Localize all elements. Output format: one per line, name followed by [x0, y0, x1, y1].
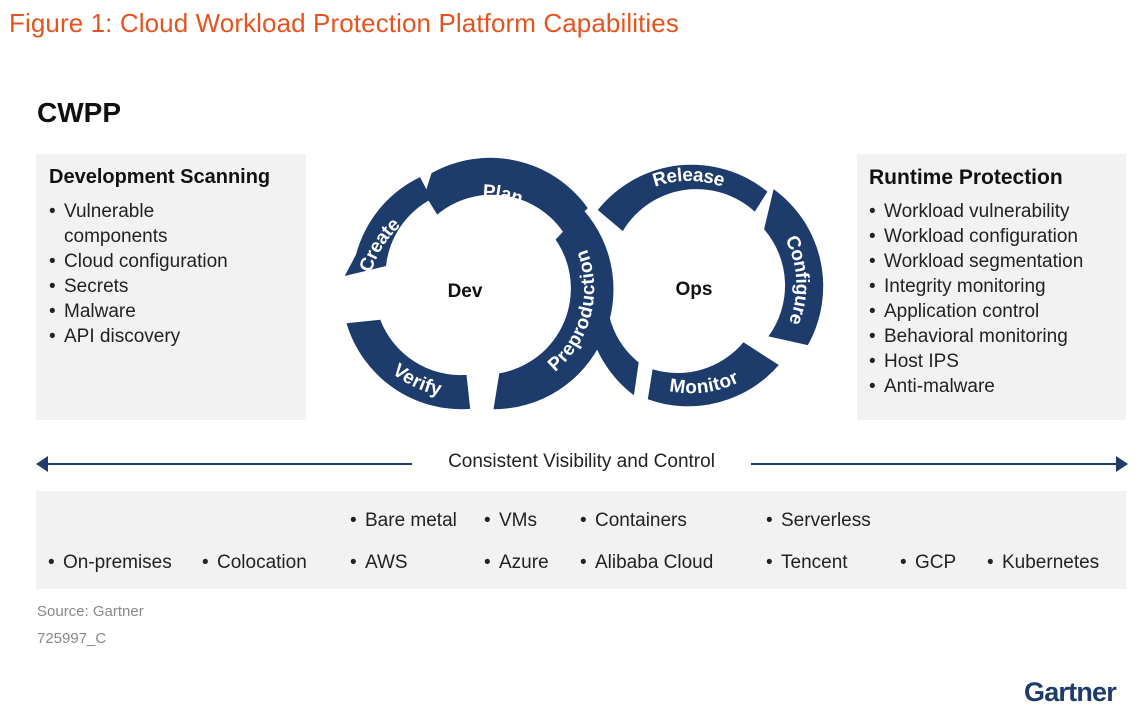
list-item: Integrity monitoring — [869, 274, 1083, 299]
create-segment — [344, 177, 432, 276]
list-item: API discovery — [49, 324, 228, 349]
preproduction-segment — [493, 209, 614, 410]
platform-item: Azure — [484, 552, 549, 574]
visibility-line-right — [751, 463, 1121, 465]
list-item: Malware — [49, 299, 228, 324]
development-scanning-list: Vulnerable components Cloud configuratio… — [49, 199, 228, 349]
list-item: Workload configuration — [869, 224, 1083, 249]
platform-item: Tencent — [766, 552, 848, 574]
list-item: Workload vulnerability — [869, 199, 1083, 224]
ops-center-label: Ops — [676, 279, 713, 300]
platform-item: Colocation — [202, 552, 307, 574]
figure-title: Figure 1: Cloud Workload Protection Plat… — [9, 8, 679, 38]
source-note: Source: Gartner — [37, 603, 144, 620]
release-segment — [597, 164, 768, 232]
runtime-protection-title: Runtime Protection — [869, 166, 1063, 189]
diagram-title: CWPP — [37, 97, 121, 128]
platform-item: Alibaba Cloud — [580, 552, 713, 574]
platform-item: Serverless — [766, 510, 871, 532]
development-scanning-panel: Development Scanning Vulnerable componen… — [36, 154, 306, 420]
ops-back-segment — [588, 316, 639, 396]
list-item: Cloud configuration — [49, 249, 228, 274]
arrow-left-icon — [36, 456, 48, 472]
runtime-protection-panel: Runtime Protection Workload vulnerabilit… — [857, 154, 1126, 420]
configure-segment — [764, 189, 824, 346]
platform-item: On-premises — [48, 552, 172, 574]
list-item: Anti-malware — [869, 374, 1083, 399]
list-item: Workload segmentation — [869, 249, 1083, 274]
list-item: Application control — [869, 299, 1083, 324]
list-item: Secrets — [49, 274, 228, 299]
platform-item: VMs — [484, 510, 537, 532]
list-item: Behavioral monitoring — [869, 324, 1083, 349]
figure-code: 725997_C — [37, 630, 107, 647]
platform-item: Containers — [580, 510, 687, 532]
platform-item: Kubernetes — [987, 552, 1099, 574]
visibility-line-left — [42, 463, 412, 465]
platform-item: AWS — [350, 552, 408, 574]
plan-segment — [424, 157, 588, 232]
platform-band — [36, 491, 1126, 589]
arrow-right-icon — [1116, 456, 1128, 472]
dev-center-label: Dev — [448, 281, 483, 302]
visibility-label: Consistent Visibility and Control — [448, 451, 715, 472]
verify-segment — [346, 319, 471, 410]
platform-item: Bare metal — [350, 510, 457, 532]
runtime-protection-list: Workload vulnerability Workload configur… — [869, 199, 1083, 399]
ops-loop — [588, 164, 824, 407]
platform-item: GCP — [900, 552, 956, 574]
gartner-logo: Gartner — [1024, 677, 1117, 707]
list-item: Vulnerable — [49, 199, 228, 224]
list-item-continuation: components — [64, 226, 168, 247]
monitor-segment — [647, 342, 779, 407]
list-item: Host IPS — [869, 349, 1083, 374]
development-scanning-title: Development Scanning — [49, 166, 271, 188]
dev-loop — [344, 157, 614, 410]
